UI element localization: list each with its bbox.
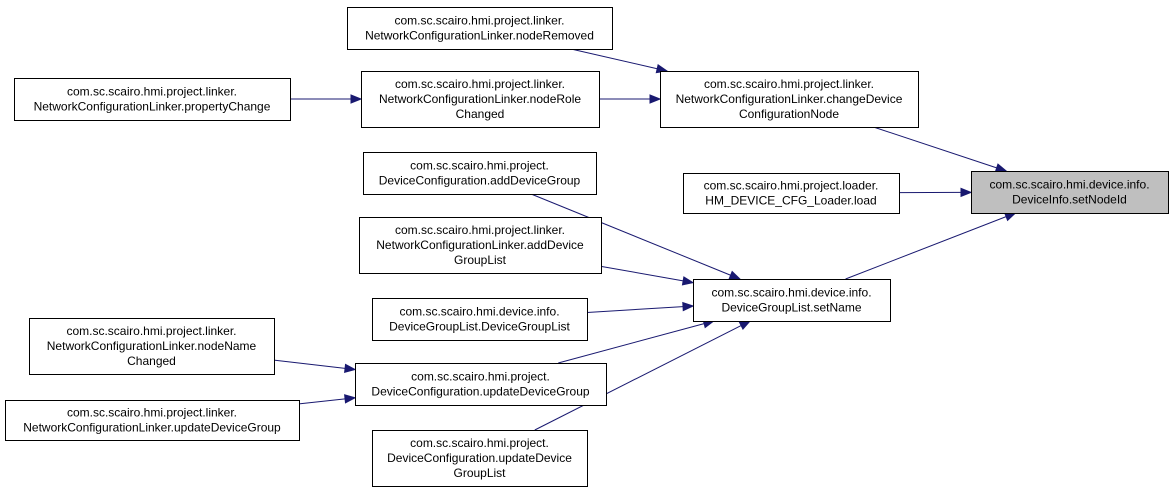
node-box	[347, 7, 613, 50]
arrowhead-icon	[649, 94, 662, 104]
node-nodeRoleChanged[interactable]: com.sc.scairo.hmi.project.linker.Network…	[361, 71, 600, 128]
node-deviceGroupListCtor[interactable]: com.sc.scairo.hmi.device.info.DeviceGrou…	[372, 298, 588, 341]
node-setName[interactable]: com.sc.scairo.hmi.device.info.DeviceGrou…	[693, 279, 891, 322]
arrowhead-icon	[994, 163, 1008, 173]
node-label-line: com.sc.scairo.hmi.project.linker.	[395, 77, 565, 91]
node-box	[660, 71, 919, 128]
node-box	[29, 318, 275, 375]
arrowhead-icon	[681, 276, 695, 286]
node-label-line: com.sc.scairo.hmi.project.loader.	[704, 179, 879, 193]
node-label-line: NetworkConfigurationLinker.updateDeviceG…	[23, 421, 281, 435]
node-label-line: com.sc.scairo.hmi.project.linker.	[67, 85, 237, 99]
node-label-line: DeviceConfiguration.updateDevice	[387, 451, 572, 465]
edge-propertyChange-to-nodeRoleChanged	[290, 94, 363, 104]
arrowhead-icon	[350, 94, 363, 104]
node-box	[5, 400, 300, 441]
edge-line	[534, 325, 742, 431]
edge-nodeRoleChanged-to-changeDeviceConfigurationNode	[599, 94, 662, 104]
edge-line	[570, 48, 658, 70]
edge-addDeviceGroupList-to-setName	[600, 265, 695, 286]
node-label-line: DeviceInfo.setNodeId	[1012, 193, 1127, 207]
node-nodeRemoved[interactable]: com.sc.scairo.hmi.project.linker.Network…	[347, 7, 613, 50]
edge-line	[273, 359, 346, 369]
focus-node-box	[971, 171, 1169, 214]
node-label-line: com.sc.scairo.hmi.project.	[410, 436, 549, 450]
node-label-line: NetworkConfigurationLinker.nodeRemoved	[365, 29, 594, 43]
node-label-line: com.sc.scairo.hmi.project.	[410, 159, 549, 173]
node-label-line: GroupList	[453, 466, 506, 480]
node-box	[361, 71, 600, 128]
node-setNodeId[interactable]: com.sc.scairo.hmi.device.info.DeviceInfo…	[971, 171, 1169, 214]
edge-loaderLoad-to-setNodeId	[898, 187, 973, 198]
node-label-line: com.sc.scairo.hmi.project.linker.	[704, 77, 874, 91]
edge-line	[530, 193, 731, 276]
edge-nodeRemoved-to-changeDeviceConfigurationNode	[570, 48, 669, 74]
edge-line	[845, 216, 1007, 280]
arrowhead-icon	[344, 394, 357, 404]
node-propertyChange[interactable]: com.sc.scairo.hmi.project.linker.Network…	[14, 78, 291, 121]
node-nodeNameChanged[interactable]: com.sc.scairo.hmi.project.linker.Network…	[29, 318, 275, 375]
arrowhead-icon	[960, 187, 973, 198]
node-label-line: HM_DEVICE_CFG_Loader.load	[705, 194, 876, 208]
node-label-line: com.sc.scairo.hmi.project.linker.	[67, 406, 237, 420]
node-loaderLoad[interactable]: com.sc.scairo.hmi.project.loader.HM_DEVI…	[683, 173, 900, 214]
node-label-line: DeviceConfiguration.addDeviceGroup	[379, 174, 581, 188]
edge-setName-to-setNodeId	[845, 212, 1017, 280]
node-updateDeviceGroupList[interactable]: com.sc.scairo.hmi.project.DeviceConfigur…	[372, 430, 588, 487]
node-label-line: com.sc.scairo.hmi.project.	[411, 370, 550, 384]
node-box	[683, 173, 900, 214]
edges-layer	[273, 48, 1017, 431]
nodes-layer: com.sc.scairo.hmi.device.info.DeviceInfo…	[5, 7, 1169, 487]
node-box	[363, 152, 597, 195]
node-label-line: NetworkConfigurationLinker.propertyChang…	[34, 100, 271, 114]
node-label-line: DeviceGroupList.DeviceGroupList	[389, 320, 570, 334]
node-addDeviceGroupList[interactable]: com.sc.scairo.hmi.project.linker.Network…	[359, 217, 602, 274]
node-label-line: com.sc.scairo.hmi.project.linker.	[66, 324, 236, 338]
node-label-line: GroupList	[454, 253, 507, 267]
node-label-line: Changed	[456, 107, 505, 121]
arrowhead-icon	[728, 270, 742, 280]
node-box	[372, 298, 588, 341]
node-label-line: com.sc.scairo.hmi.device.info.	[399, 305, 559, 319]
node-label-line: NetworkConfigurationLinker.changeDevice	[676, 92, 903, 106]
edge-nodeNameChanged-to-updateDeviceGroup	[273, 359, 357, 374]
node-label-line: com.sc.scairo.hmi.device.info.	[711, 286, 871, 300]
node-label-line: Changed	[127, 354, 176, 368]
node-linkerUpdateDeviceGroup[interactable]: com.sc.scairo.hmi.project.linker.Network…	[5, 400, 300, 441]
node-addDeviceGroup[interactable]: com.sc.scairo.hmi.project.DeviceConfigur…	[363, 152, 597, 195]
edge-addDeviceGroup-to-setName	[530, 193, 742, 280]
arrowhead-icon	[1003, 212, 1017, 222]
edge-line	[873, 126, 997, 169]
arrowhead-icon	[344, 363, 357, 374]
edge-line	[600, 265, 684, 282]
node-label-line: NetworkConfigurationLinker.nodeName	[47, 339, 257, 353]
arrowhead-icon	[738, 320, 752, 330]
node-label-line: com.sc.scairo.hmi.project.linker.	[395, 223, 565, 237]
node-box	[372, 430, 588, 487]
node-box	[693, 279, 891, 322]
node-changeDeviceConfigurationNode[interactable]: com.sc.scairo.hmi.project.linker.Network…	[660, 71, 919, 128]
node-label-line: NetworkConfigurationLinker.nodeRole	[379, 92, 581, 106]
edge-line	[298, 398, 346, 405]
node-box	[359, 217, 602, 274]
edge-linkerUpdateDeviceGroup-to-updateDeviceGroup	[298, 394, 357, 405]
arrowhead-icon	[682, 301, 695, 312]
node-label-line: com.sc.scairo.hmi.device.info.	[989, 178, 1149, 192]
node-label-line: com.sc.scairo.hmi.project.linker.	[394, 14, 564, 28]
edge-line	[558, 323, 705, 364]
edge-deviceGroupListCtor-to-setName	[586, 301, 695, 313]
node-label-line: DeviceGroupList.setName	[721, 301, 861, 315]
node-label-line: NetworkConfigurationLinker.addDevice	[376, 238, 584, 252]
node-box	[355, 363, 607, 406]
node-label-line: DeviceConfiguration.updateDeviceGroup	[371, 385, 589, 399]
edge-changeDeviceConfigurationNode-to-setNodeId	[873, 126, 1008, 173]
node-label-line: ConfigurationNode	[739, 107, 839, 121]
edge-line	[586, 306, 684, 313]
node-updateDeviceGroup[interactable]: com.sc.scairo.hmi.project.DeviceConfigur…	[355, 363, 607, 406]
node-box	[14, 78, 291, 121]
